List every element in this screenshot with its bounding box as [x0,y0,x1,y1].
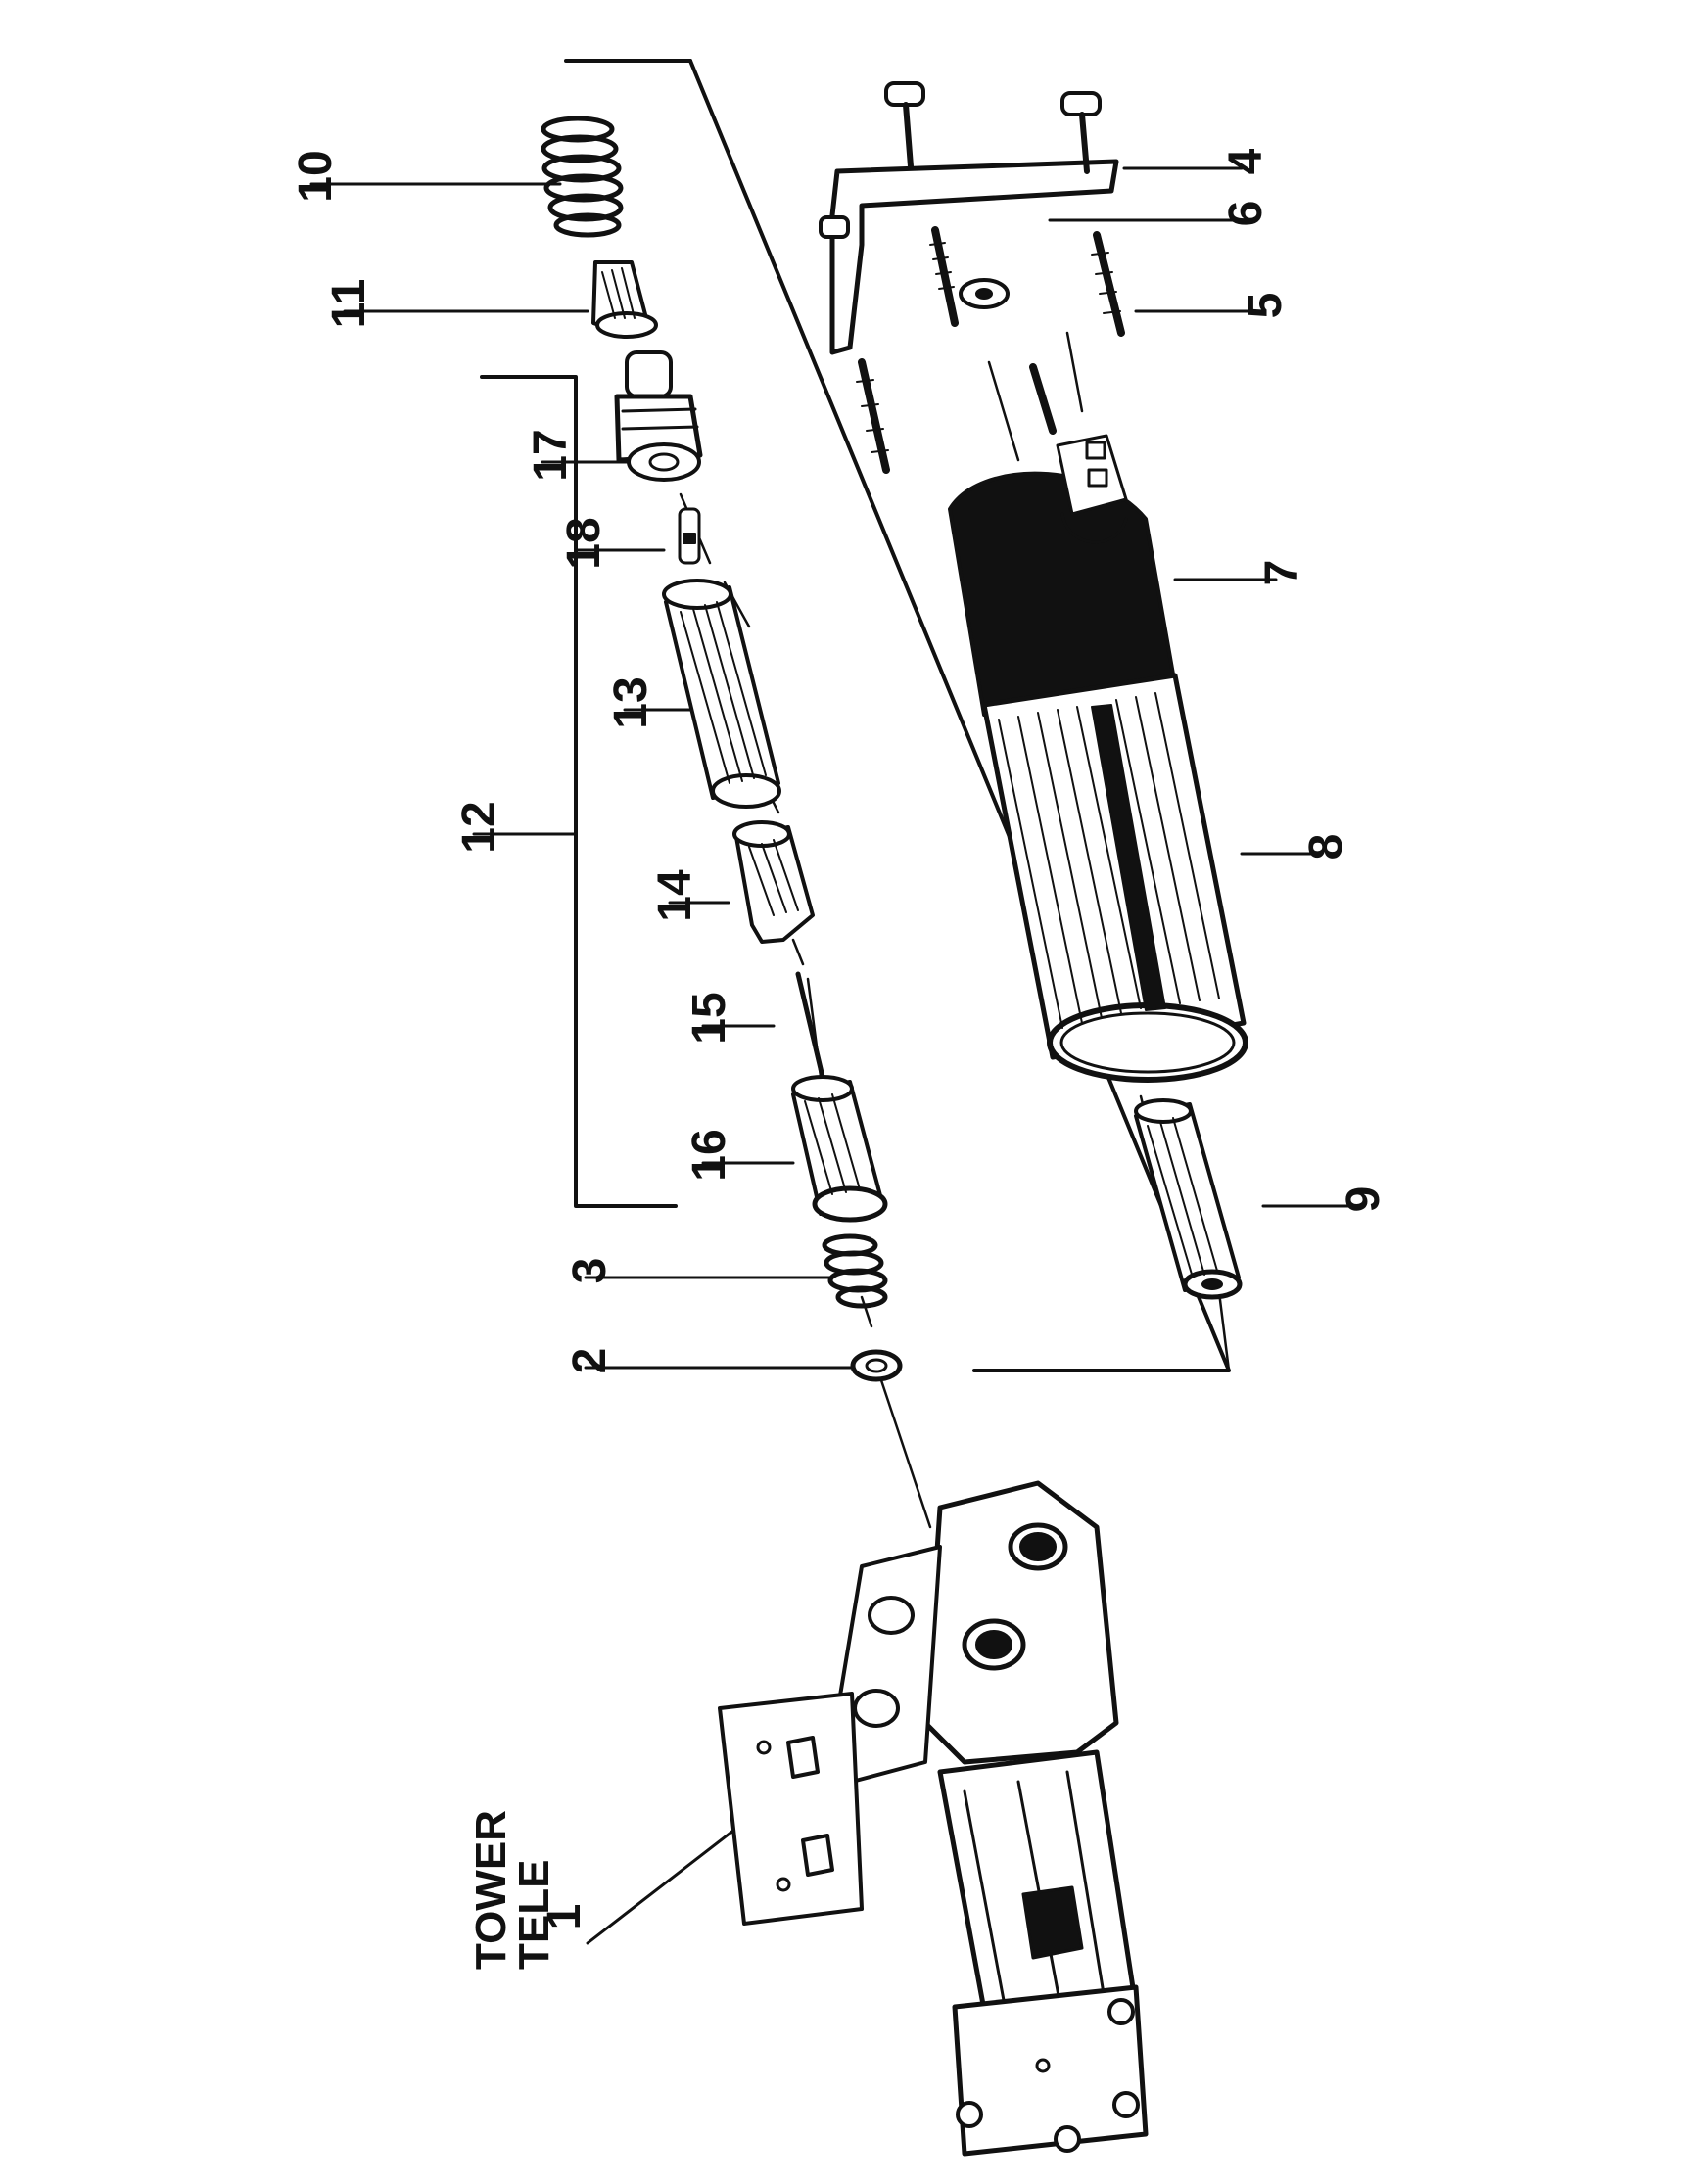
housing-8 [981,673,1248,1083]
coil-7 [948,434,1177,717]
nut-11 [591,260,658,339]
outer-group-bracket [564,59,1231,1372]
sleeve-16 [791,1075,888,1223]
screws-5 [856,226,1125,474]
callout-11: 11 [323,279,375,329]
spring-10 [541,116,624,238]
callout-2: 2 [564,1348,616,1374]
core-9 [1134,1098,1243,1300]
pin-18 [678,507,701,565]
assembly-label-tele: TELE [510,1860,558,1970]
callout-16: 16 [683,1129,735,1181]
callout-15: 15 [683,992,735,1044]
cartridge-group-bracket [480,375,678,1208]
callout-18: 18 [558,517,610,569]
callout-7: 7 [1256,560,1308,586]
callout-6: 6 [1220,201,1272,227]
tube-13 [662,579,781,809]
callout-1: 1 [539,1904,590,1930]
valve-block-1 [718,1480,1149,2157]
callout-8: 8 [1300,834,1352,860]
callout-5: 5 [1240,293,1292,319]
callout-17: 17 [525,429,577,481]
callout-10: 10 [290,150,342,202]
callout-13: 13 [605,676,657,728]
callout-labels: 10 11 17 18 13 12 14 15 16 3 2 4 6 5 7 8… [290,148,1389,1970]
screws-4 [819,81,1102,239]
group-brackets [480,59,1231,1372]
rod-15 [795,971,825,1080]
callout-9: 9 [1338,1186,1389,1213]
assembly-label-tower: TOWER [467,1810,515,1970]
fitting-17 [614,350,703,482]
end-plate-6 [829,159,1119,355]
callout-3: 3 [564,1258,616,1284]
callout-12: 12 [453,801,505,853]
plunger-14 [732,820,815,944]
washer-2 [850,1349,903,1382]
callout-4: 4 [1220,148,1272,174]
spring-3 [822,1233,888,1309]
callout-14: 14 [649,869,701,922]
